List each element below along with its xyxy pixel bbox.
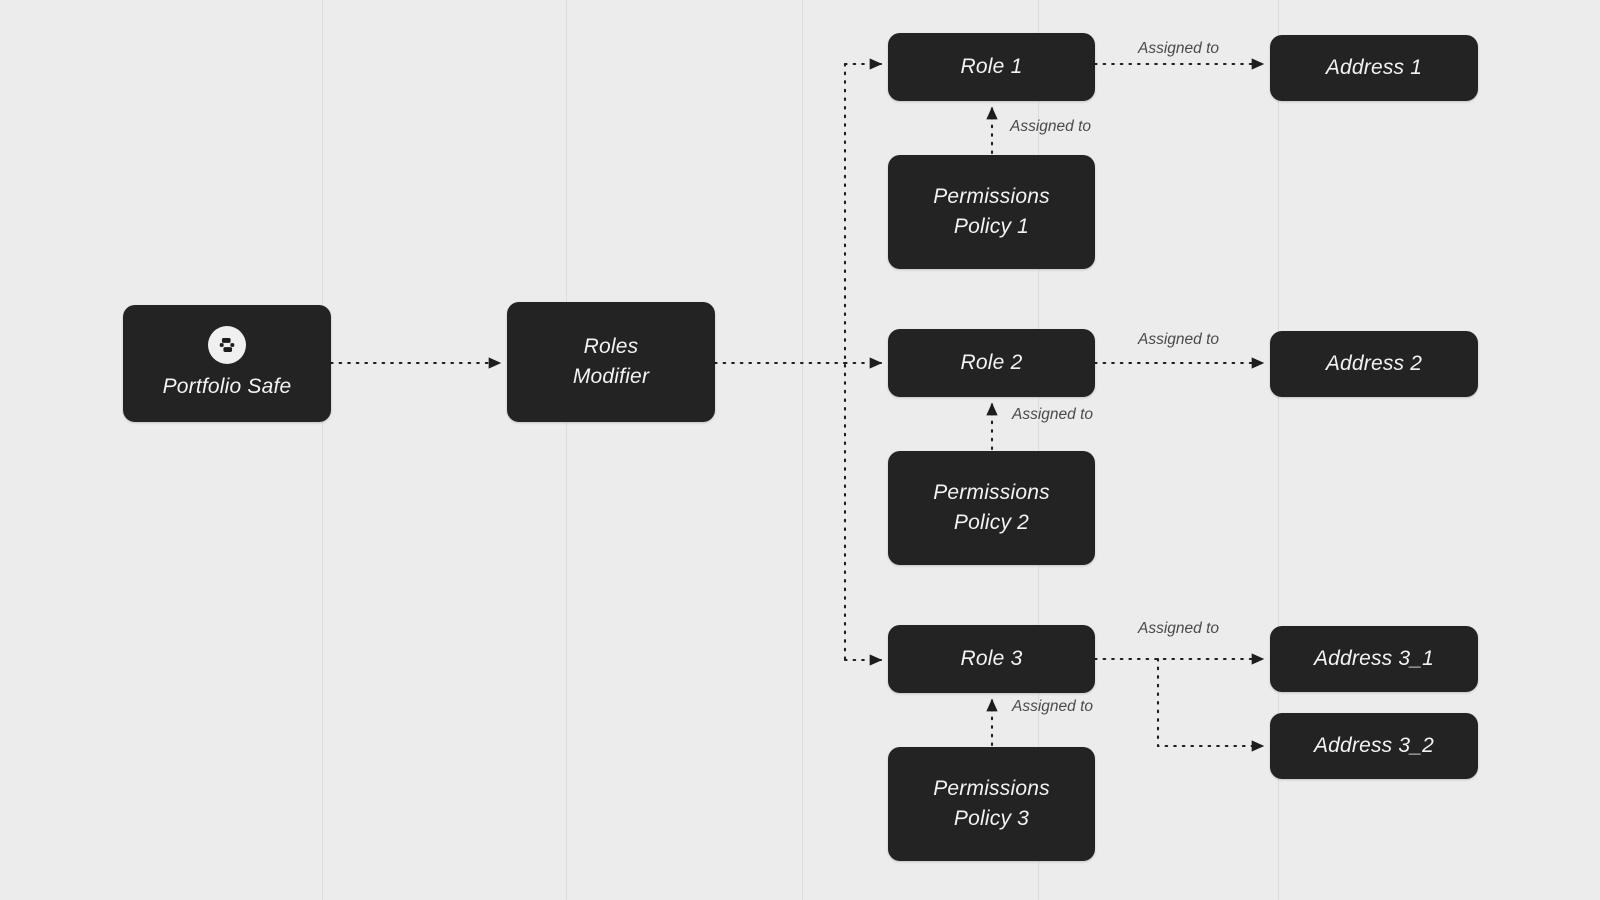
edge-label-role3-to-address3: Assigned to <box>1138 620 1219 637</box>
node-role-3[interactable]: Role 3 <box>888 625 1095 693</box>
node-address-1[interactable]: Address 1 <box>1270 35 1478 101</box>
node-label: Address 1 <box>1325 56 1423 80</box>
node-label: Role 2 <box>960 351 1023 375</box>
node-label-line1: Permissions <box>933 481 1050 505</box>
node-label-line2: Modifier <box>572 365 650 388</box>
node-permissions-policy-1[interactable]: Permissions Policy 1 <box>888 155 1095 269</box>
node-address-3-2[interactable]: Address 3_2 <box>1270 713 1478 779</box>
node-label-line2: Policy 2 <box>953 511 1030 534</box>
gridline-3 <box>802 0 803 900</box>
node-role-1[interactable]: Role 1 <box>888 33 1095 101</box>
edge-label-policy1-to-role1: Assigned to <box>1010 118 1091 135</box>
node-address-3-1[interactable]: Address 3_1 <box>1270 626 1478 692</box>
node-label: Portfolio Safe <box>162 374 292 398</box>
node-label: Address 2 <box>1325 352 1423 376</box>
edge-label-role1-to-address1: Assigned to <box>1138 40 1219 57</box>
gridline-1 <box>322 0 323 900</box>
node-address-2[interactable]: Address 2 <box>1270 331 1478 397</box>
node-label: Address 3_1 <box>1313 647 1435 671</box>
node-label-line2: Policy 1 <box>953 215 1030 238</box>
node-label-line1: Roles <box>583 335 639 359</box>
node-permissions-policy-3[interactable]: Permissions Policy 3 <box>888 747 1095 861</box>
node-label: Address 3_2 <box>1313 734 1435 758</box>
safe-logo-icon <box>208 325 246 364</box>
node-label-line1: Permissions <box>933 777 1050 801</box>
node-label: Role 3 <box>960 647 1023 671</box>
node-label: Role 1 <box>960 55 1023 79</box>
node-roles-modifier[interactable]: Roles Modifier <box>507 302 715 422</box>
edge-label-policy2-to-role2: Assigned to <box>1012 406 1093 423</box>
node-portfolio-safe[interactable]: Portfolio Safe <box>123 305 331 422</box>
edge-role3-to-address3_2 <box>1156 657 1265 752</box>
node-permissions-policy-2[interactable]: Permissions Policy 2 <box>888 451 1095 565</box>
node-label-line2: Policy 3 <box>953 807 1030 830</box>
node-role-2[interactable]: Role 2 <box>888 329 1095 397</box>
gridline-4 <box>1038 0 1039 900</box>
gridline-5 <box>1278 0 1279 900</box>
gridline-2 <box>566 0 567 900</box>
edge-label-role2-to-address2: Assigned to <box>1138 331 1219 348</box>
node-label-line1: Permissions <box>933 185 1050 209</box>
edge-label-policy3-to-role3: Assigned to <box>1012 698 1093 715</box>
